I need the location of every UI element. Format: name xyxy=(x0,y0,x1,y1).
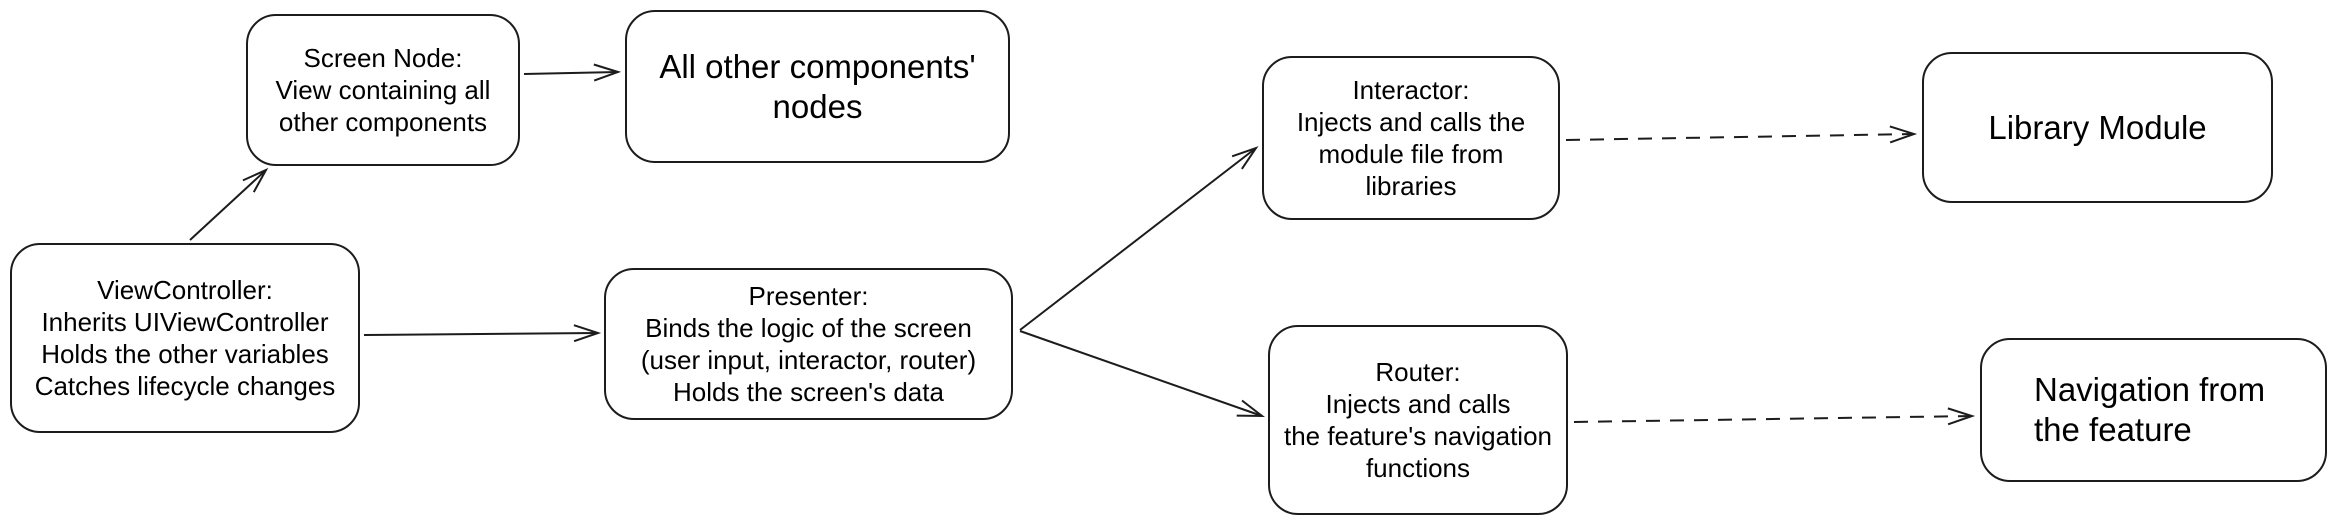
node-library-module: Library Module xyxy=(1922,52,2273,203)
edge-presenter-to-interactor xyxy=(1019,146,1259,331)
edge-router-to-navigation xyxy=(1573,407,1976,426)
node-screen-node: Screen Node: View containing all other c… xyxy=(246,14,520,166)
edge-screen-node-to-all-other-nodes xyxy=(523,63,622,82)
node-presenter: Presenter: Binds the logic of the screen… xyxy=(604,268,1013,420)
node-router: Router: Injects and calls the feature's … xyxy=(1268,325,1568,515)
node-all-other-components-nodes: All other components' nodes xyxy=(625,10,1010,163)
node-interactor: Interactor: Injects and calls the module… xyxy=(1262,56,1560,220)
edge-viewcontroller-to-presenter xyxy=(363,324,602,343)
edge-interactor-to-library-module xyxy=(1565,125,1918,144)
edge-presenter-to-router xyxy=(1019,330,1265,418)
node-viewcontroller: ViewController: Inherits UIViewControlle… xyxy=(10,243,360,433)
edge-viewcontroller-to-screen-node xyxy=(189,167,269,241)
node-navigation-from-feature: Navigation from the feature xyxy=(1980,338,2327,482)
